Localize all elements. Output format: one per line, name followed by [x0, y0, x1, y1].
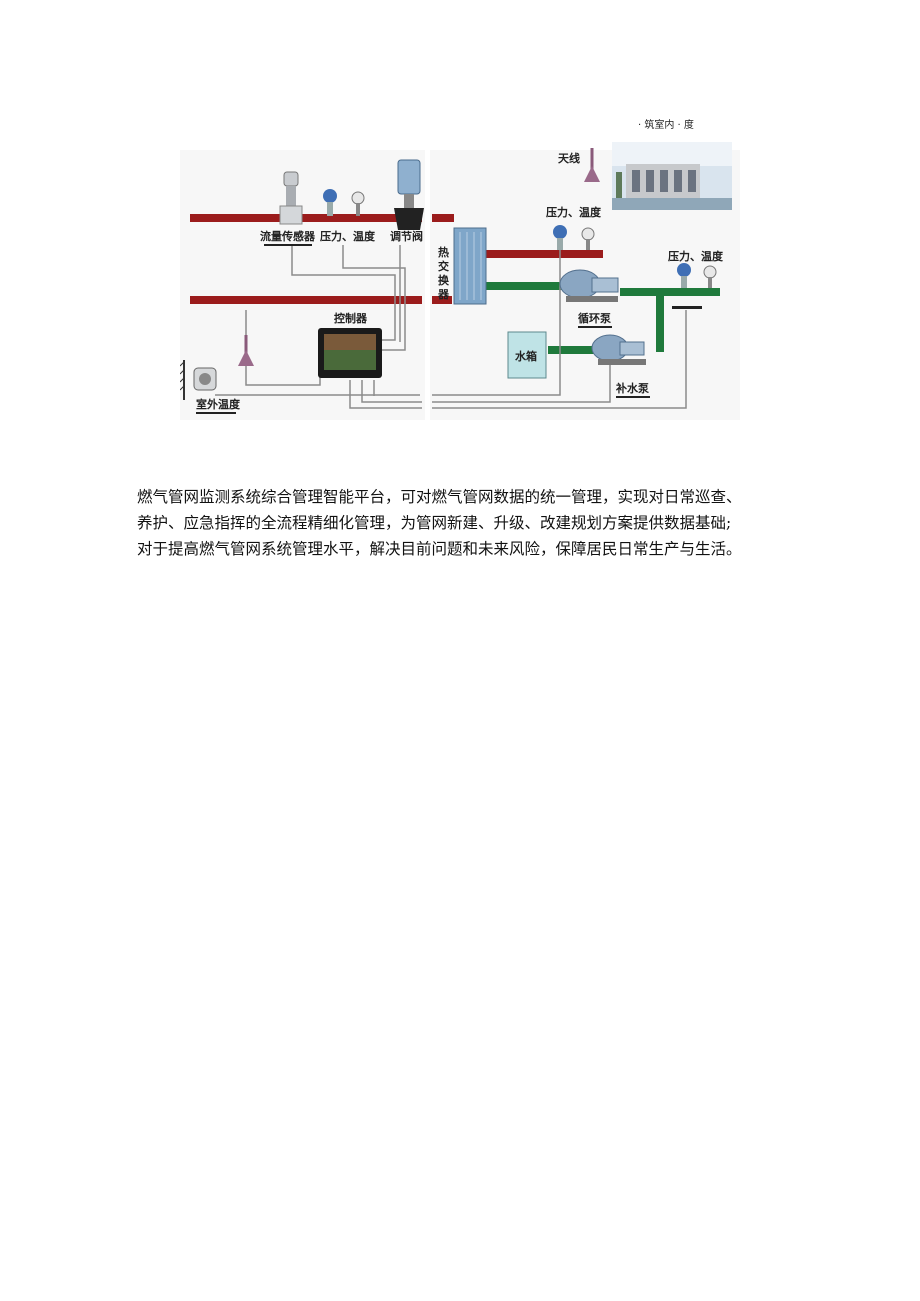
- makeup-pump-icon: [591, 334, 646, 365]
- building-photo: [612, 142, 732, 210]
- temperature-sensor-right-icon: [703, 265, 717, 288]
- heating-control-diagram: · 筑室内 · 度 天线 流量传感器: [180, 118, 740, 420]
- paragraph-line: 对于提高燃气管网系统管理水平，解决目前问题和未来风险，保障居民日常生产与生活。: [137, 540, 742, 558]
- flow-sensor-icon: [279, 171, 303, 225]
- building-label: · 筑室内 · 度: [638, 118, 694, 131]
- regulating-valve-icon: [394, 159, 424, 230]
- pressure-temp-left-label: 压力、温度: [320, 229, 376, 243]
- makeup-pump-underline: [616, 396, 650, 398]
- pressure-sensor-right-icon: [677, 263, 691, 288]
- outdoor-temp-label: 室外温度: [196, 397, 241, 411]
- temperature-sensor-left-icon: [351, 191, 365, 216]
- pressure-sensor-mid-icon: [553, 225, 567, 250]
- temperature-sensor-mid-icon: [581, 227, 595, 250]
- water-pipes: [485, 282, 720, 354]
- circulation-pump-underline: [578, 326, 612, 328]
- antenna-icon: [584, 148, 600, 182]
- outdoor-antenna-icon: [238, 335, 254, 366]
- paragraph-line: 燃气管网监测系统综合管理智能平台，可对燃气管网数据的统一管理，实现对日常巡查、: [137, 488, 742, 506]
- heat-exchanger-label-char: 换: [438, 273, 450, 287]
- controller-icon: [318, 328, 382, 378]
- right-sensor-mark: [672, 306, 702, 309]
- circulation-pump-icon: [559, 269, 619, 302]
- water-tank-label: 水箱: [515, 349, 537, 363]
- pressure-temp-mid-label: 压力、温度: [546, 205, 602, 219]
- outdoor-temp-underline: [196, 412, 236, 414]
- pressure-sensor-left-icon: [323, 189, 337, 216]
- heat-exchanger-label-char: 器: [437, 288, 450, 301]
- paragraph-line: 养护、应急指挥的全流程精细化管理，为管网新建、升级、改建规划方案提供数据基础;: [137, 514, 732, 532]
- wall-hatch-icon: [180, 360, 185, 400]
- regulating-valve-label: 调节阀: [390, 229, 423, 243]
- pressure-temp-right-label: 压力、温度: [668, 249, 724, 263]
- heat-exchanger-label-char: 热: [438, 245, 449, 259]
- signal-wires: [215, 245, 687, 409]
- heat-exchanger-icon: [453, 227, 487, 305]
- description-paragraph: 燃气管网监测系统综合管理智能平台，可对燃气管网数据的统一管理，实现对日常巡查、 …: [137, 484, 797, 562]
- water-tank-icon: [507, 331, 547, 379]
- controller-label: 控制器: [334, 311, 368, 325]
- heat-exchanger-label: 热 交 换 器: [437, 245, 450, 301]
- makeup-pump-label: 补水泵: [615, 381, 649, 395]
- flow-sensor-label: 流量传感器: [260, 229, 316, 243]
- antenna-label: 天线: [558, 151, 580, 165]
- outdoor-temp-sensor-icon: [193, 367, 217, 391]
- flow-sensor-underline: [264, 244, 312, 246]
- circulation-pump-label: 循环泵: [578, 311, 611, 325]
- supply-pipes: [190, 214, 603, 304]
- diagram-left-panel: [180, 150, 425, 420]
- heat-exchanger-label-char: 交: [438, 259, 449, 273]
